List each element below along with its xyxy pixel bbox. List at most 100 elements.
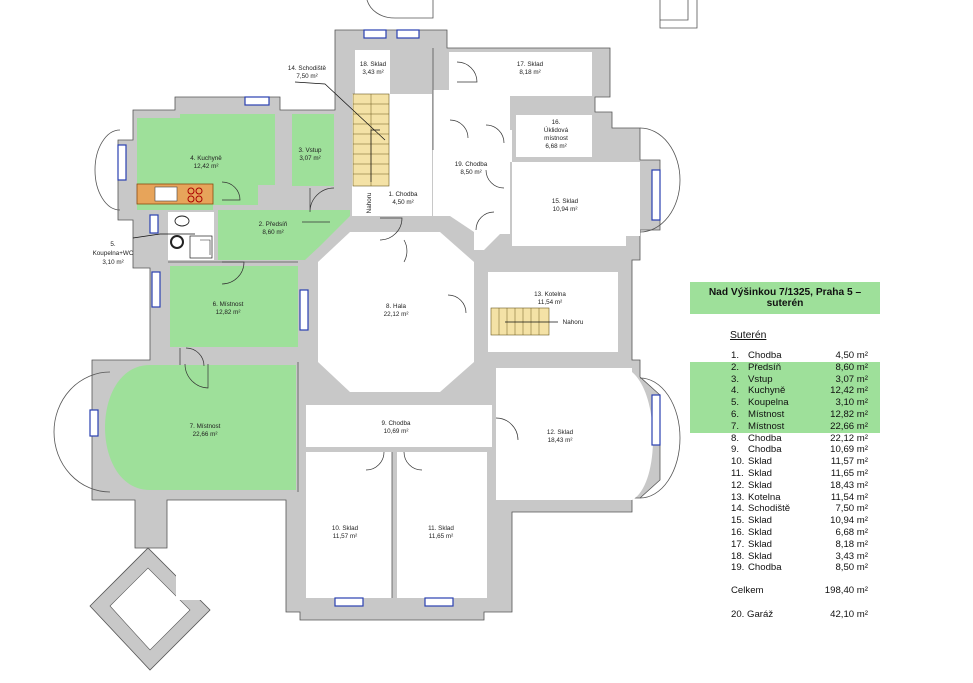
bay-arcs: [53, 127, 681, 499]
room-labels: 18. Sklad 3,43 m² 14. Schodiště 7,50 m² …: [93, 61, 584, 540]
legend-row-area: 11,57 m²: [830, 456, 868, 468]
label-nahoru-2: Nahoru: [563, 319, 584, 326]
legend-row-number: 16.: [731, 526, 745, 538]
legend-row-area: 11,54 m²: [830, 491, 868, 503]
kitchen-counter: [136, 183, 214, 205]
label-r4-name: 4. Kuchyně: [190, 155, 222, 162]
legend-row-name: Schodiště: [748, 503, 791, 515]
legend-row-area: 12,82 m²: [830, 408, 868, 420]
legend-row-name: Sklad: [748, 550, 772, 562]
legend-row: 18.Sklad 3,43 m²: [690, 551, 880, 563]
label-r13-name: 13. Kotelna: [534, 291, 566, 298]
label-r17-name: 17. Sklad: [517, 61, 544, 68]
legend-row-area: 10,94 m²: [830, 515, 868, 527]
legend-row-number: 8.: [731, 432, 740, 444]
legend-garage-label: 20. Garáž: [731, 609, 774, 620]
label-r12-name: 12. Sklad: [547, 429, 574, 436]
room-7: [105, 365, 296, 490]
label-r15-area: 10,94 m²: [553, 206, 578, 213]
legend-row: 3.Vstup 3,07 m²: [690, 373, 880, 386]
doors: [179, 61, 519, 471]
legend-row-room: 11. Sklad: [731, 468, 772, 480]
label-r14-area: 7,50 m²: [296, 73, 317, 80]
legend-row: 14.Schodiště 7,50 m²: [690, 503, 880, 515]
legend-row-number: 14.: [731, 503, 745, 515]
room-2-hall: [218, 210, 350, 260]
legend-row-area: 3,07 m²: [835, 373, 868, 385]
label-nahoru-1: Nahoru: [366, 192, 373, 213]
label-r12-area: 18,43 m²: [548, 437, 573, 444]
label-r6-name: 6. Místnost: [213, 301, 244, 308]
legend-row-number: 18.: [731, 550, 745, 562]
legend-row-room: 16.Sklad: [731, 527, 772, 539]
legend-totals: Celkem 198,40 m² 20. Garáž 42,10 m²: [690, 585, 880, 621]
legend-row-room: 14.Schodiště: [731, 503, 790, 515]
legend-row-room: 13.Kotelna: [731, 492, 781, 504]
legend-row-name: Sklad: [748, 538, 772, 550]
legend-row: 15.Sklad 10,94 m²: [690, 515, 880, 527]
label-r16-area: 6,68 m²: [545, 143, 566, 150]
area-legend: Nad Výšinkou 7/1325, Praha 5 – suterén S…: [690, 282, 880, 620]
legend-row-number: 15.: [731, 515, 745, 527]
room-interiors: [168, 50, 653, 600]
legend-row: 19.Chodba 8,50 m²: [690, 562, 880, 574]
legend-subtitle: Suterén: [730, 330, 767, 341]
label-r3-area: 3,07 m²: [299, 155, 320, 162]
label-r19-area: 8,50 m²: [460, 169, 481, 176]
legend-row-number: 5.: [731, 397, 740, 409]
legend-row-room: 17.Sklad: [731, 539, 772, 551]
legend-row-room: 8. Chodba: [731, 433, 782, 445]
legend-row-area: 3,43 m²: [835, 550, 868, 562]
legend-row-name: Chodba: [748, 350, 782, 361]
legend-row-name: Sklad: [748, 515, 772, 527]
legend-row-area: 22,66 m²: [830, 420, 868, 432]
room-12: [496, 368, 653, 500]
legend-row-area: 3,10 m²: [835, 397, 868, 409]
legend-row-area: 8,50 m²: [835, 562, 868, 574]
legend-row-area: 11,65 m²: [830, 467, 868, 479]
legend-row-room: 4.Kuchyně: [731, 385, 785, 397]
legend-row-room: 19.Chodba: [731, 562, 782, 574]
label-r11-area: 11,65 m²: [429, 533, 453, 540]
room-16: [516, 115, 592, 157]
room-3-entry: [292, 114, 334, 186]
room-10: [306, 452, 392, 598]
legend-row-number: 3.: [731, 373, 740, 385]
legend-row-name: Sklad: [748, 467, 772, 479]
stairs-main: [352, 93, 390, 187]
legend-row-name: Kuchyně: [748, 385, 786, 397]
label-r5-name1: 5.: [110, 241, 116, 248]
legend-row-name: Místnost: [748, 408, 785, 420]
label-r4-area: 12,42 m²: [194, 163, 219, 170]
legend-row-room: 3.Vstup: [731, 374, 773, 386]
legend-row-number: 6.: [731, 408, 740, 420]
legend-row: 6. Místnost 12,82 m²: [690, 408, 880, 421]
legend-row-number: 11.: [731, 467, 744, 479]
label-r16-name1: 16.: [552, 119, 561, 126]
legend-row-room: 6. Místnost: [731, 409, 784, 421]
label-r8-name: 8. Hala: [386, 303, 406, 310]
legend-row-number: 9.: [731, 444, 740, 456]
room-11: [397, 452, 487, 598]
legend-row: 11. Sklad 11,65 m²: [690, 468, 880, 480]
label-r10-area: 11,57 m²: [333, 533, 357, 540]
legend-row-name: Chodba: [748, 432, 782, 444]
label-r1-area: 4,50 m²: [392, 199, 413, 206]
legend-row-name: Chodba: [748, 444, 782, 456]
room-6: [170, 266, 298, 347]
label-r3-name: 3. Vstup: [298, 147, 322, 154]
legend-row-name: Sklad: [748, 526, 772, 538]
label-r9-area: 10,69 m²: [384, 428, 409, 435]
label-r6-area: 12,82 m²: [216, 309, 241, 316]
legend-row-area: 7,50 m²: [835, 503, 868, 515]
